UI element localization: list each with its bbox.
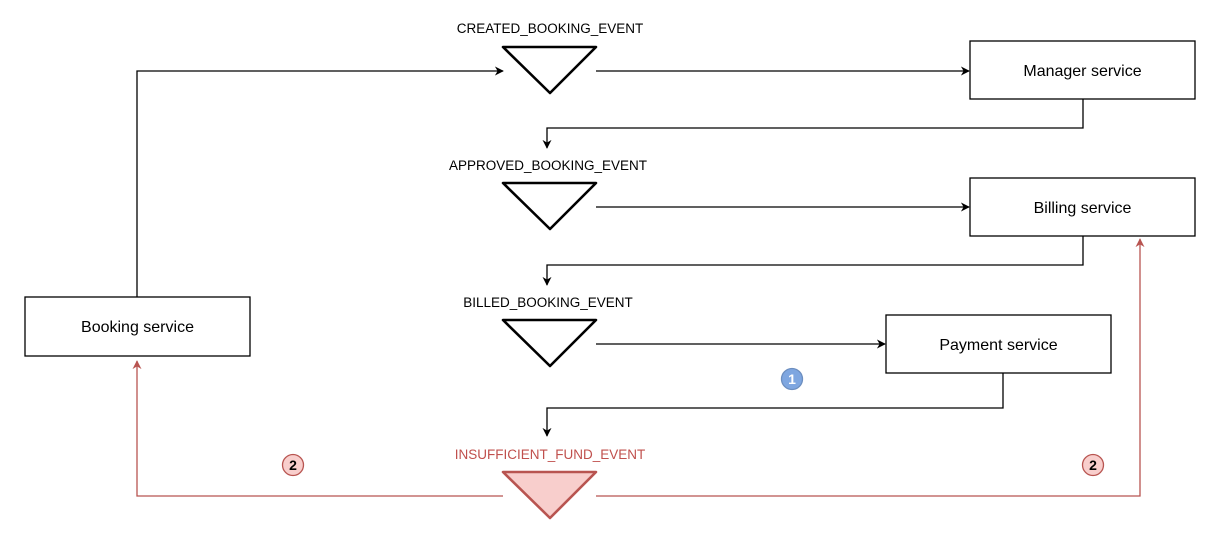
connector-billing-to-billed	[542, 236, 1084, 286]
billed-booking-event[interactable]: BILLED_BOOKING_EVENT	[463, 295, 633, 368]
billing-service-label: Billing service	[1034, 200, 1132, 217]
approved-booking-event[interactable]: APPROVED_BOOKING_EVENT	[449, 158, 647, 231]
connector-insufficient-to-booking	[132, 360, 503, 497]
svg-text:1: 1	[788, 371, 796, 387]
payment-service-box[interactable]: Payment service	[885, 314, 1112, 374]
insufficient-event-label: INSUFFICIENT_FUND_EVENT	[455, 447, 646, 462]
booking-service-box[interactable]: Booking service	[24, 296, 251, 357]
event-triangle-icon	[501, 181, 598, 231]
event-triangle-icon	[501, 470, 598, 520]
event-triangle-icon	[501, 45, 598, 95]
booking-service-label: Booking service	[81, 319, 194, 336]
connector-payment-to-insufficient	[542, 373, 1004, 437]
step-1-badge: 1	[780, 367, 804, 391]
svg-text:2: 2	[289, 457, 297, 473]
created-event-label: CREATED_BOOKING_EVENT	[457, 21, 644, 36]
payment-service-label: Payment service	[939, 337, 1057, 354]
connector-booking-to-created	[136, 66, 504, 297]
billing-service-box[interactable]: Billing service	[969, 177, 1196, 237]
insufficient-fund-event[interactable]: INSUFFICIENT_FUND_EVENT	[455, 447, 646, 520]
created-booking-event[interactable]: CREATED_BOOKING_EVENT	[457, 21, 644, 95]
connector-insufficient-to-billing	[596, 238, 1145, 497]
svg-text:2: 2	[1089, 457, 1097, 473]
event-triangle-icon	[501, 318, 598, 368]
billed-event-label: BILLED_BOOKING_EVENT	[463, 295, 633, 310]
step-2-badge-left: 2	[281, 453, 305, 477]
step-2-badge-right: 2	[1081, 453, 1105, 477]
manager-service-label: Manager service	[1023, 63, 1141, 80]
approved-event-label: APPROVED_BOOKING_EVENT	[449, 158, 647, 173]
manager-service-box[interactable]: Manager service	[969, 40, 1196, 100]
connector-manager-to-approved	[542, 99, 1084, 149]
